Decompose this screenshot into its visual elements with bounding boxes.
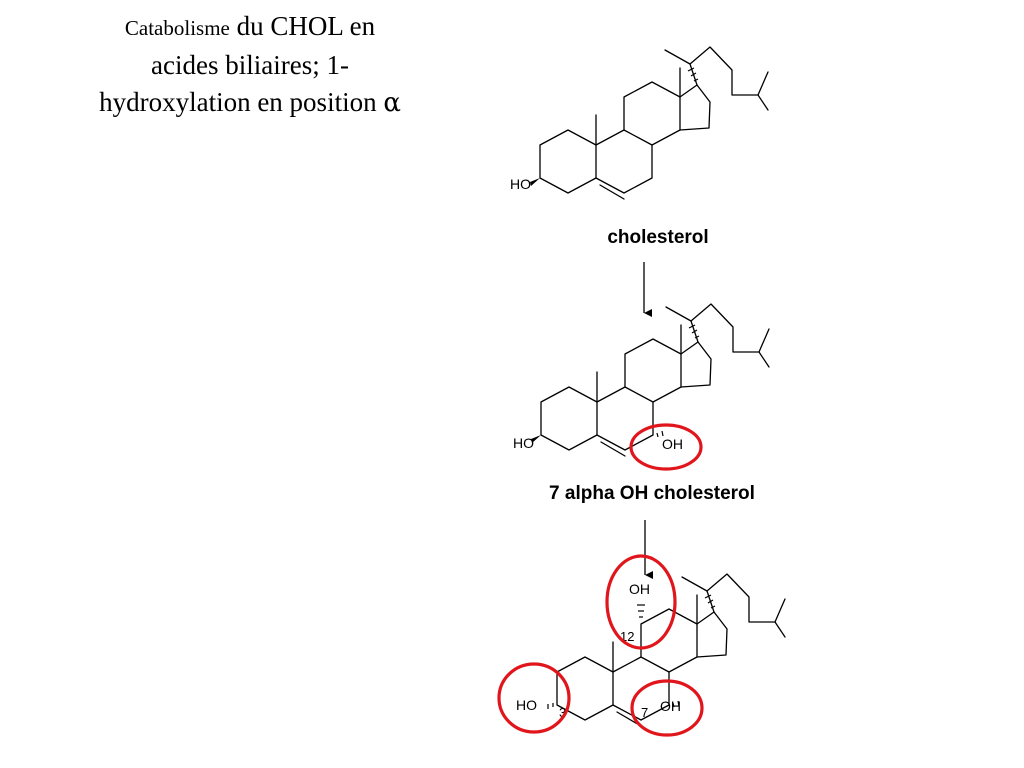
trihydroxy-product-structure: HO OH OH 3 7 12 <box>516 573 786 727</box>
hash-bond-7 <box>656 430 664 438</box>
title-du-chol: du CHOL en <box>229 11 376 41</box>
cholesterol-label: cholesterol <box>607 227 708 248</box>
position-number-7: 7 <box>641 705 648 720</box>
title-alpha: α <box>383 88 401 118</box>
oh-label-7: OH <box>660 698 681 714</box>
title-line3: hydroxylation en position <box>99 87 384 117</box>
ho-label-3: HO <box>516 697 537 713</box>
cholesterol-skeleton <box>539 46 769 200</box>
highlight-circle-7oh <box>629 423 703 471</box>
hash-bond-17 <box>687 67 699 82</box>
slide-title: Catabolisme du CHOL en acides biliaires;… <box>40 8 460 122</box>
hash-bond-17 <box>704 594 716 609</box>
position-number-3: 3 <box>559 705 566 720</box>
title-catabolisme: Catabolisme <box>124 16 230 40</box>
7alpha-oh-cholesterol-label: 7 alpha OH cholesterol <box>549 483 755 504</box>
highlight-circle-7oh <box>630 679 704 737</box>
oh-label-7: OH <box>662 436 683 452</box>
hash-bond-12 <box>637 604 645 618</box>
hash-bond-3 <box>547 703 554 709</box>
7alpha-oh-skeleton <box>540 303 770 457</box>
title-line2: acides biliaires; 1- <box>151 50 349 80</box>
ho-label-3: HO <box>513 435 534 451</box>
wedge-bond-3 <box>530 178 540 186</box>
wedge-bond-3 <box>531 435 541 443</box>
ho-label-3: HO <box>510 176 531 192</box>
highlight-circle-3oh <box>497 662 571 734</box>
oh-label-12: OH <box>629 581 650 597</box>
cholesterol-structure: HO cholesterol <box>510 46 769 248</box>
7alpha-oh-cholesterol-structure: HO OH <box>513 303 770 457</box>
hash-bond-7 <box>672 700 680 708</box>
highlight-circle-12oh <box>605 554 677 650</box>
hash-bond-17 <box>688 324 700 339</box>
